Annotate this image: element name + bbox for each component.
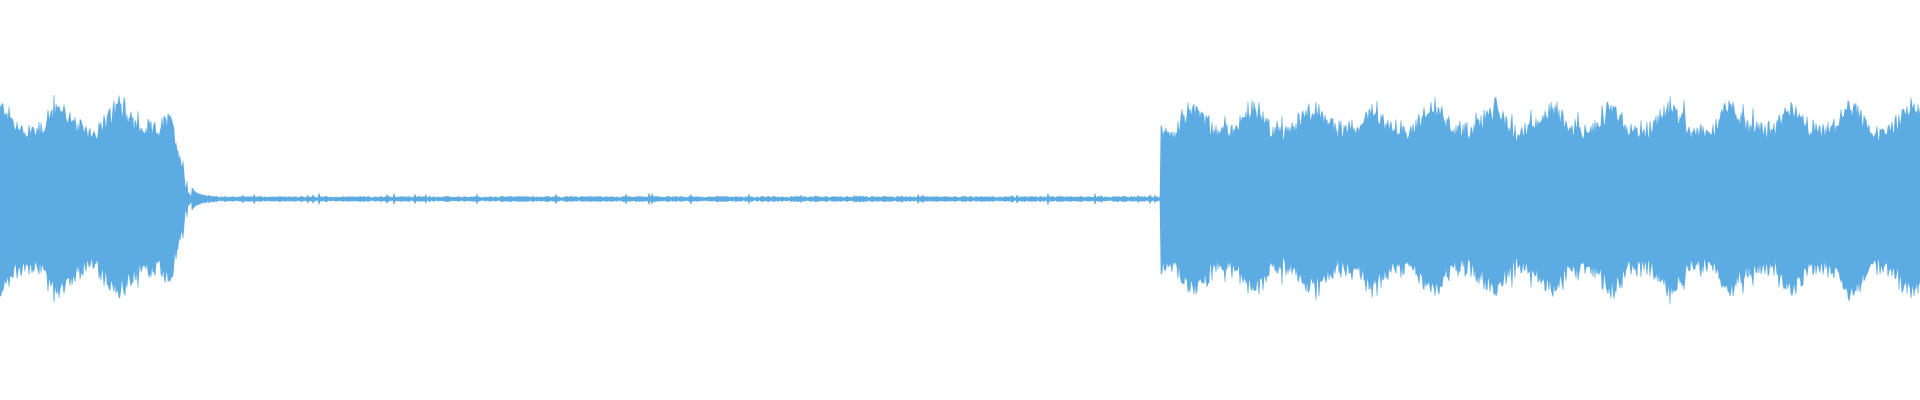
waveform-panel[interactable] bbox=[0, 0, 1920, 400]
audio-waveform[interactable] bbox=[0, 0, 1920, 400]
